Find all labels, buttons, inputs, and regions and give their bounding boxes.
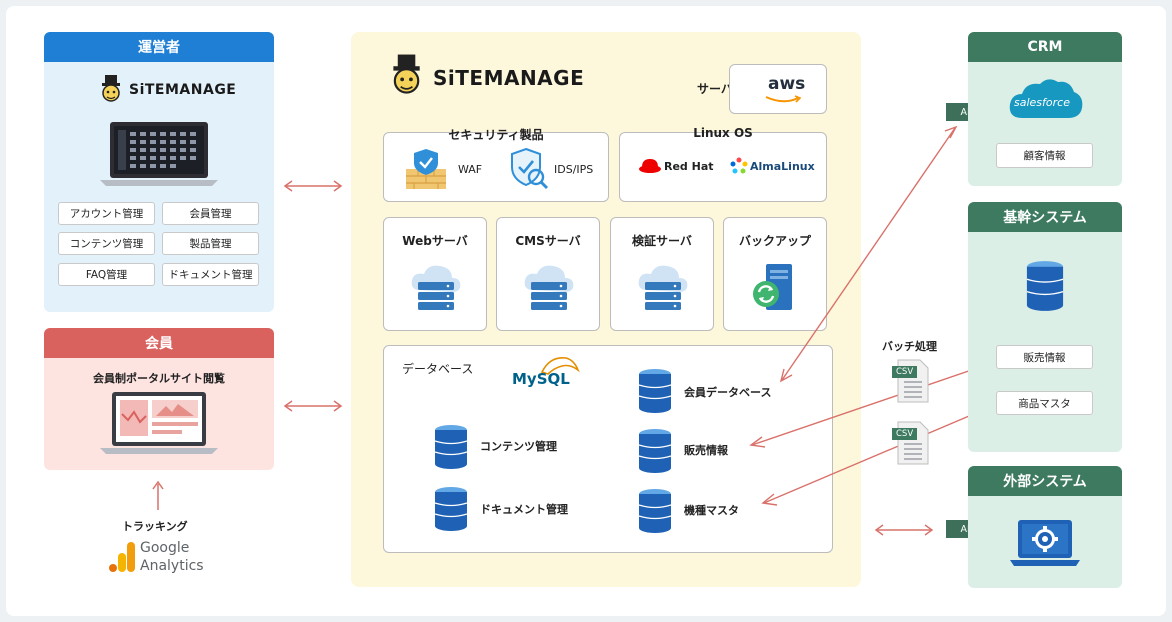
member-panel: 会員 会員制ポータルサイト閲覧 — [44, 328, 274, 470]
crm-title: CRM — [968, 32, 1122, 62]
tracking-label: トラッキング — [122, 520, 188, 533]
core-system-title: 基幹システム — [968, 202, 1122, 232]
csv-tag-2: CSV — [892, 428, 918, 440]
aws-box: aws — [729, 64, 827, 114]
db-member-icon — [638, 369, 672, 413]
operator-panel: 運営者 SiTEMANAGE アカウント管理 会員管理 コンテンツ管理 製品管理… — [44, 32, 274, 312]
db-model-master-label: 機種マスタ — [684, 504, 739, 517]
backup-server-icon — [753, 264, 792, 310]
csv-file-icon — [897, 359, 929, 403]
linux-box: Linux OS Red Hat AlmaLinux — [619, 126, 827, 202]
google-analytics-logo: Google Analytics — [108, 540, 218, 580]
ids-ips-label: IDS/IPS — [554, 163, 594, 176]
cms-server-box: CMSサーバ — [496, 217, 600, 331]
feature-account: アカウント管理 — [58, 202, 155, 225]
db-document-label: ドキュメント管理 — [480, 503, 568, 516]
mysql-label: MySQL — [512, 370, 570, 388]
database-title: データベース — [402, 362, 474, 376]
security-title: セキュリティ製品 — [448, 128, 544, 142]
salesforce-cloud-icon — [1009, 79, 1083, 118]
core-product-master: 商品マスタ — [996, 391, 1093, 415]
core-database-icon — [1026, 261, 1064, 311]
backup-title: バックアップ — [738, 234, 811, 248]
redhat-label: Red Hat — [664, 160, 714, 173]
tracking-arrow-icon — [152, 480, 164, 510]
google-analytics-text-1: Google — [140, 540, 190, 556]
feature-document: ドキュメント管理 — [162, 263, 259, 286]
db-sales-icon — [638, 429, 672, 473]
db-member-label: 会員データベース — [684, 386, 772, 399]
verify-server-title: 検証サーバ — [632, 234, 692, 248]
web-server-box: Webサーバ — [383, 217, 487, 331]
waf-label: WAF — [458, 163, 483, 176]
db-content-icon — [434, 425, 468, 469]
csv-tag-1: CSV — [892, 366, 918, 378]
csv-file-icon — [897, 421, 929, 465]
db-content-label: コンテンツ管理 — [480, 440, 557, 453]
security-box: セキュリティ製品 WAF IDS/IPS — [383, 128, 609, 202]
operator-double-arrow — [283, 180, 343, 192]
feature-content: コンテンツ管理 — [58, 232, 155, 255]
web-server-title: Webサーバ — [402, 234, 468, 248]
google-analytics-icon — [109, 542, 135, 572]
center-mascot-icon — [393, 54, 420, 94]
sitemanage-panel: SiTEMANAGE サーバー aws セキュリティ製品 WAF IDS/IPS… — [351, 32, 861, 587]
db-model-master-icon — [638, 489, 672, 533]
member-title: 会員 — [44, 328, 274, 358]
mysql-dolphin-icon — [540, 356, 580, 375]
backup-box: バックアップ — [723, 217, 827, 331]
sitemanage-logo: SiTEMANAGE — [99, 74, 236, 104]
linux-title: Linux OS — [693, 126, 753, 140]
google-analytics-text-2: Analytics — [140, 558, 204, 574]
crm-panel: CRM salesforce 顧客情報 — [968, 32, 1122, 186]
feature-product: 製品管理 — [162, 232, 259, 255]
cms-server-title: CMSサーバ — [515, 234, 581, 248]
cloud-server-icon — [638, 265, 688, 310]
verify-server-box: 検証サーバ — [610, 217, 714, 331]
db-sales-label: 販売情報 — [684, 444, 728, 457]
core-sales-info: 販売情報 — [996, 345, 1093, 369]
center-logo: SiTEMANAGE — [389, 52, 584, 100]
salesforce-logo: salesforce — [1006, 74, 1086, 128]
external-system-panel: 外部システム — [968, 466, 1122, 588]
feature-faq: FAQ管理 — [58, 263, 155, 286]
member-subtitle: 会員制ポータルサイト閲覧 — [93, 372, 225, 385]
aws-smile-icon — [765, 95, 802, 103]
cloud-server-icon — [411, 265, 461, 310]
mysql-logo: MySQL — [512, 354, 582, 390]
sitemanage-mascot-icon — [102, 75, 120, 102]
redhat-icon — [639, 159, 661, 173]
almalinux-label: AlmaLinux — [750, 160, 815, 173]
center-logo-text: SiTEMANAGE — [433, 66, 585, 90]
sitemanage-logo-text: SiTEMANAGE — [129, 82, 237, 98]
waf-firewall-icon — [406, 149, 446, 189]
database-box: データベース MySQL 会員データベース コンテンツ管理 販売情報 ドキュメン… — [383, 345, 833, 553]
salesforce-label: salesforce — [1014, 96, 1070, 109]
batch-label: バッチ処理 — [882, 340, 937, 353]
member-portal-laptop-icon — [100, 392, 218, 454]
external-laptop-gear-icon — [1010, 520, 1080, 566]
csv-file-1: CSV — [892, 358, 932, 404]
cloud-server-icon — [524, 265, 574, 310]
feature-member: 会員管理 — [162, 202, 259, 225]
operator-title: 運営者 — [44, 32, 274, 62]
ids-ips-shield-icon — [511, 147, 549, 190]
db-document-icon — [434, 487, 468, 531]
aws-logo-text: aws — [768, 74, 806, 94]
core-system-panel: 基幹システム 販売情報 商品マスタ — [968, 202, 1122, 452]
member-double-arrow — [283, 400, 343, 412]
csv-file-2: CSV — [892, 420, 932, 466]
almalinux-icon — [730, 157, 748, 174]
crm-customer-info: 顧客情報 — [996, 143, 1093, 168]
laptop-admin-icon — [100, 122, 218, 186]
external-system-title: 外部システム — [968, 466, 1122, 496]
